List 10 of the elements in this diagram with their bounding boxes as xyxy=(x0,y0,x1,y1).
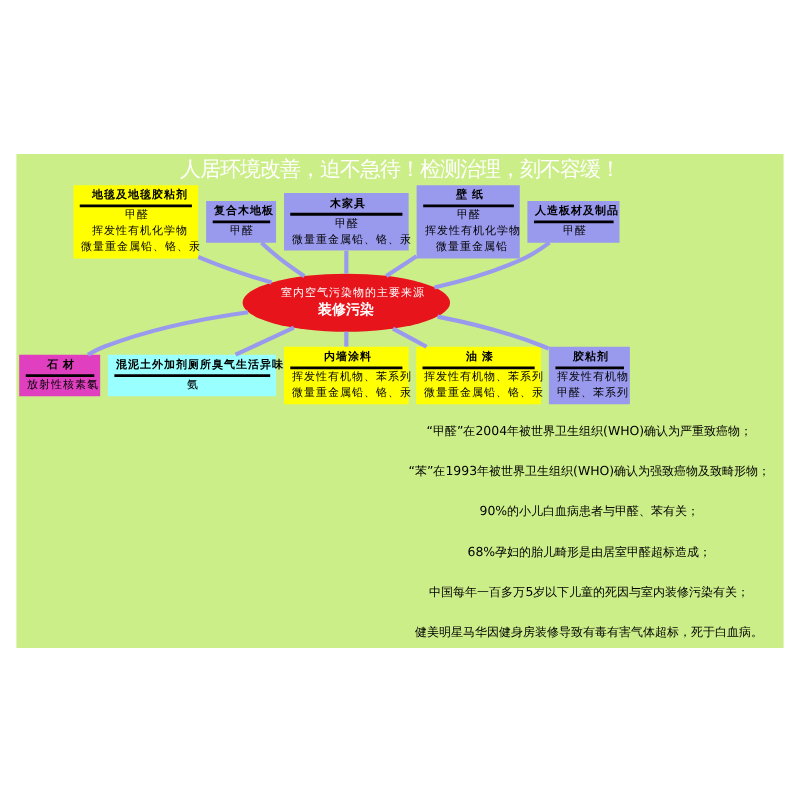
connector xyxy=(437,313,550,350)
diagram-title: 人居环境改善，迫不急待！检测治理，刻不容缓！ xyxy=(180,157,620,182)
connector xyxy=(434,240,551,289)
connector xyxy=(344,330,349,346)
connector xyxy=(260,240,306,277)
connector xyxy=(197,253,273,284)
connector xyxy=(385,253,418,277)
connector xyxy=(392,325,428,348)
connector xyxy=(86,309,249,356)
connector xyxy=(344,249,349,273)
